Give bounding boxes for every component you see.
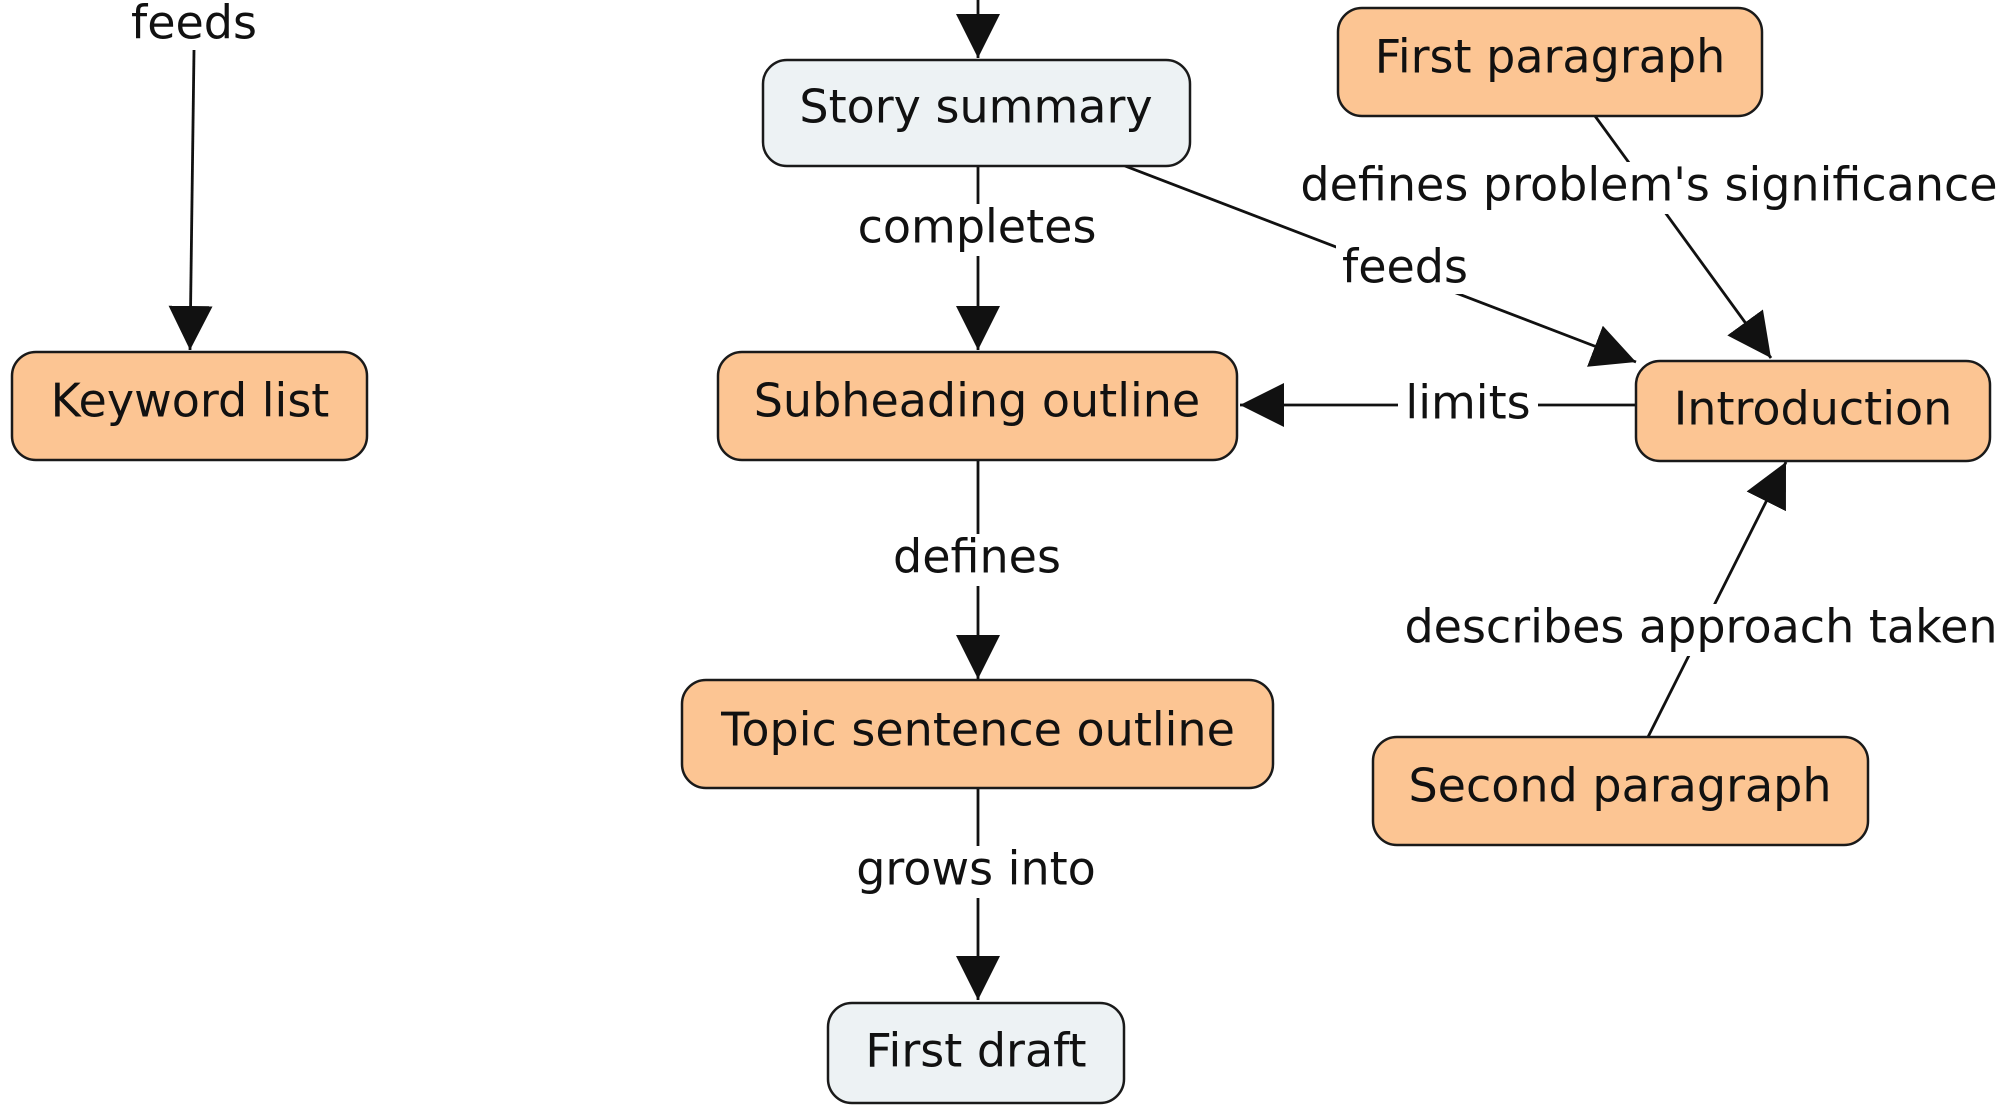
subheading-outline-label: Subheading outline: [754, 374, 1201, 428]
second-paragraph-label: Second paragraph: [1408, 759, 1831, 813]
link-label-completes: completes: [852, 200, 1104, 256]
node-introduction[interactable]: Introduction: [1634, 359, 1992, 463]
link-label-grows-into: grows into: [845, 842, 1107, 898]
grows-into-label: grows into: [856, 842, 1096, 896]
feeds-label: feeds: [131, 0, 257, 50]
node-first-paragraph[interactable]: First paragraph: [1336, 6, 1764, 118]
node-story-summary[interactable]: Story summary: [761, 58, 1192, 168]
story-summary-label: Story summary: [799, 80, 1152, 134]
describes-approach-label: describes approach taken: [1404, 600, 1997, 654]
subheading-outline-box: [716, 350, 1239, 462]
first-paragraph-box: [1336, 6, 1764, 118]
feeds-keyword-link-line: [168, 49, 213, 351]
completes-label: completes: [858, 200, 1097, 254]
describes-approach-link-line: [1646, 461, 1788, 738]
first-paragraph-label: First paragraph: [1375, 30, 1726, 84]
first-draft-label: First draft: [865, 1024, 1086, 1078]
node-first-draft[interactable]: First draft: [826, 1001, 1126, 1105]
link-label-describes-approach: describes approach taken: [1396, 600, 2005, 656]
limits-label: limits: [1405, 376, 1530, 430]
link-label-limits: limits: [1398, 376, 1538, 432]
first-draft-box: [826, 1001, 1126, 1105]
defines-label: defines: [893, 530, 1061, 584]
introduction-box: [1634, 359, 1992, 463]
keyword-list-label: Keyword list: [51, 374, 330, 428]
topic-sentence-outline-label: Topic sentence outline: [720, 703, 1235, 757]
link-label-defines: defines: [888, 530, 1068, 586]
node-second-paragraph[interactable]: Second paragraph: [1371, 735, 1870, 847]
second-paragraph-box: [1371, 735, 1870, 847]
story-summary-box: [761, 58, 1192, 168]
topic-sentence-outline-box: [680, 678, 1275, 790]
node-topic-sentence-outline[interactable]: Topic sentence outline: [680, 678, 1275, 790]
link-label-feeds-intro: feeds: [1336, 240, 1478, 294]
feeds-intro-label: feeds: [1342, 240, 1468, 294]
defines-problem-link-line: [1593, 115, 1773, 359]
node-subheading-outline[interactable]: Subheading outline: [716, 350, 1239, 462]
link-label-feeds-top: feeds: [126, 0, 260, 50]
link-label-defines-problem: defines problem's significance: [1293, 158, 2005, 214]
defines-problem-label: defines problem's significance: [1300, 158, 1997, 212]
introduction-label: Introduction: [1674, 382, 1953, 436]
node-keyword-list[interactable]: Keyword list: [10, 350, 369, 462]
keyword-list-box: [10, 350, 369, 462]
